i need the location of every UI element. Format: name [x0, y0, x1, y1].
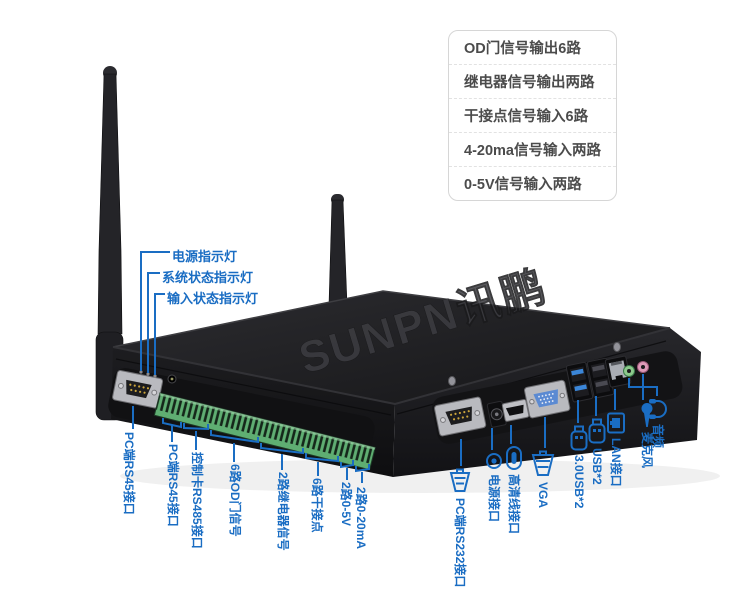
feature-list-panel: OD门信号输出6路 继电器信号输出两路 干接点信号输入6路 4-20ma信号输入… — [448, 30, 617, 201]
terminal-label-od-out: 6路OD门信号 — [228, 464, 242, 537]
serial-connector-icon — [448, 468, 472, 494]
io-label-audio: 音频 — [648, 398, 668, 448]
lan-port — [604, 355, 632, 388]
feature-item: 0-5V信号输入两路 — [464, 177, 582, 193]
io-label-text: VGA — [536, 482, 551, 509]
rs45-serial-port — [112, 370, 164, 409]
io-label-text: USB*2 — [590, 448, 605, 485]
hdmi-port — [501, 399, 530, 422]
chassis-screw — [613, 342, 621, 352]
mic-in-jack-hole — [641, 365, 645, 369]
io-label-rs232: PC端RS232接口 — [448, 468, 472, 587]
terminal-label-rs45-pc: PC端RS45接口 — [122, 432, 136, 515]
system-status-indicator-label: 系统状态指示灯 — [162, 270, 254, 285]
microphone-icon — [640, 402, 654, 428]
terminal-label-relay-out: 2路继电器信号 — [276, 472, 290, 551]
feature-item: 4-20ma信号输入两路 — [449, 133, 616, 167]
io-label-text: 3.0USB*2 — [572, 455, 587, 509]
feature-item: 继电器信号输出两路 — [449, 65, 616, 99]
leader-lines — [132, 251, 658, 483]
io-label-text: PC端RS232接口 — [453, 498, 468, 588]
io-label-vga: VGA — [530, 450, 556, 508]
terminal-label-0-20ma: 2路0-20mA — [354, 487, 368, 550]
wifi-antenna-right — [328, 194, 348, 305]
terminal-block — [153, 392, 376, 471]
vga-connector-icon — [530, 450, 556, 478]
rs232-port — [434, 396, 487, 437]
io-label-text: 电源接口 — [487, 474, 502, 523]
io-label-text: LAN接口 — [609, 438, 624, 487]
power-indicator-label: 电源指示灯 — [172, 249, 238, 264]
headphones-icon — [648, 398, 668, 420]
chassis-screw — [448, 376, 456, 386]
terminal-label-dry-contact: 6路干接点 — [310, 478, 324, 533]
terminal-label-0-5v: 2路0-5V — [339, 482, 353, 527]
io-label-text: 音频 — [651, 424, 666, 449]
power-jack — [486, 400, 507, 428]
usb3-ports — [565, 361, 594, 403]
status-leds — [139, 370, 177, 384]
power-icon — [485, 452, 503, 470]
audio-out-jack-hole — [627, 369, 631, 373]
usb-icon — [569, 425, 589, 451]
chassis-top-face — [113, 291, 670, 404]
io-label-mic: 麦克风 — [640, 402, 655, 468]
front-edge-bevel — [112, 327, 671, 406]
device-shadow — [120, 459, 720, 493]
terminal-label-rs45-pc-2: PC端RS45接口 — [166, 444, 180, 527]
io-label-hdmi: 高清线接口 — [506, 446, 522, 534]
input-status-indicator-label: 输入状态指示灯 — [167, 291, 259, 306]
io-label-power: 电源接口 — [485, 452, 503, 522]
terminal-label-rs485-control: 控制卡RS485接口 — [190, 452, 204, 549]
hdmi-icon — [506, 446, 522, 470]
vga-port — [524, 379, 571, 419]
feature-item: 干接点信号输入6路 — [449, 99, 616, 133]
io-label-usb2: USB*2 — [587, 418, 607, 485]
top-edge-bevel — [112, 290, 671, 348]
wifi-antenna-left — [95, 66, 124, 421]
lan-icon — [606, 412, 626, 434]
io-label-text: 高清线接口 — [507, 474, 522, 535]
io-label-lan: LAN接口 — [606, 412, 626, 487]
left-lid-seam — [115, 358, 392, 416]
feature-item: OD门信号输出6路 — [449, 31, 616, 65]
io-label-usb3: 3.0USB*2 — [569, 425, 589, 508]
usb-icon — [587, 418, 607, 444]
